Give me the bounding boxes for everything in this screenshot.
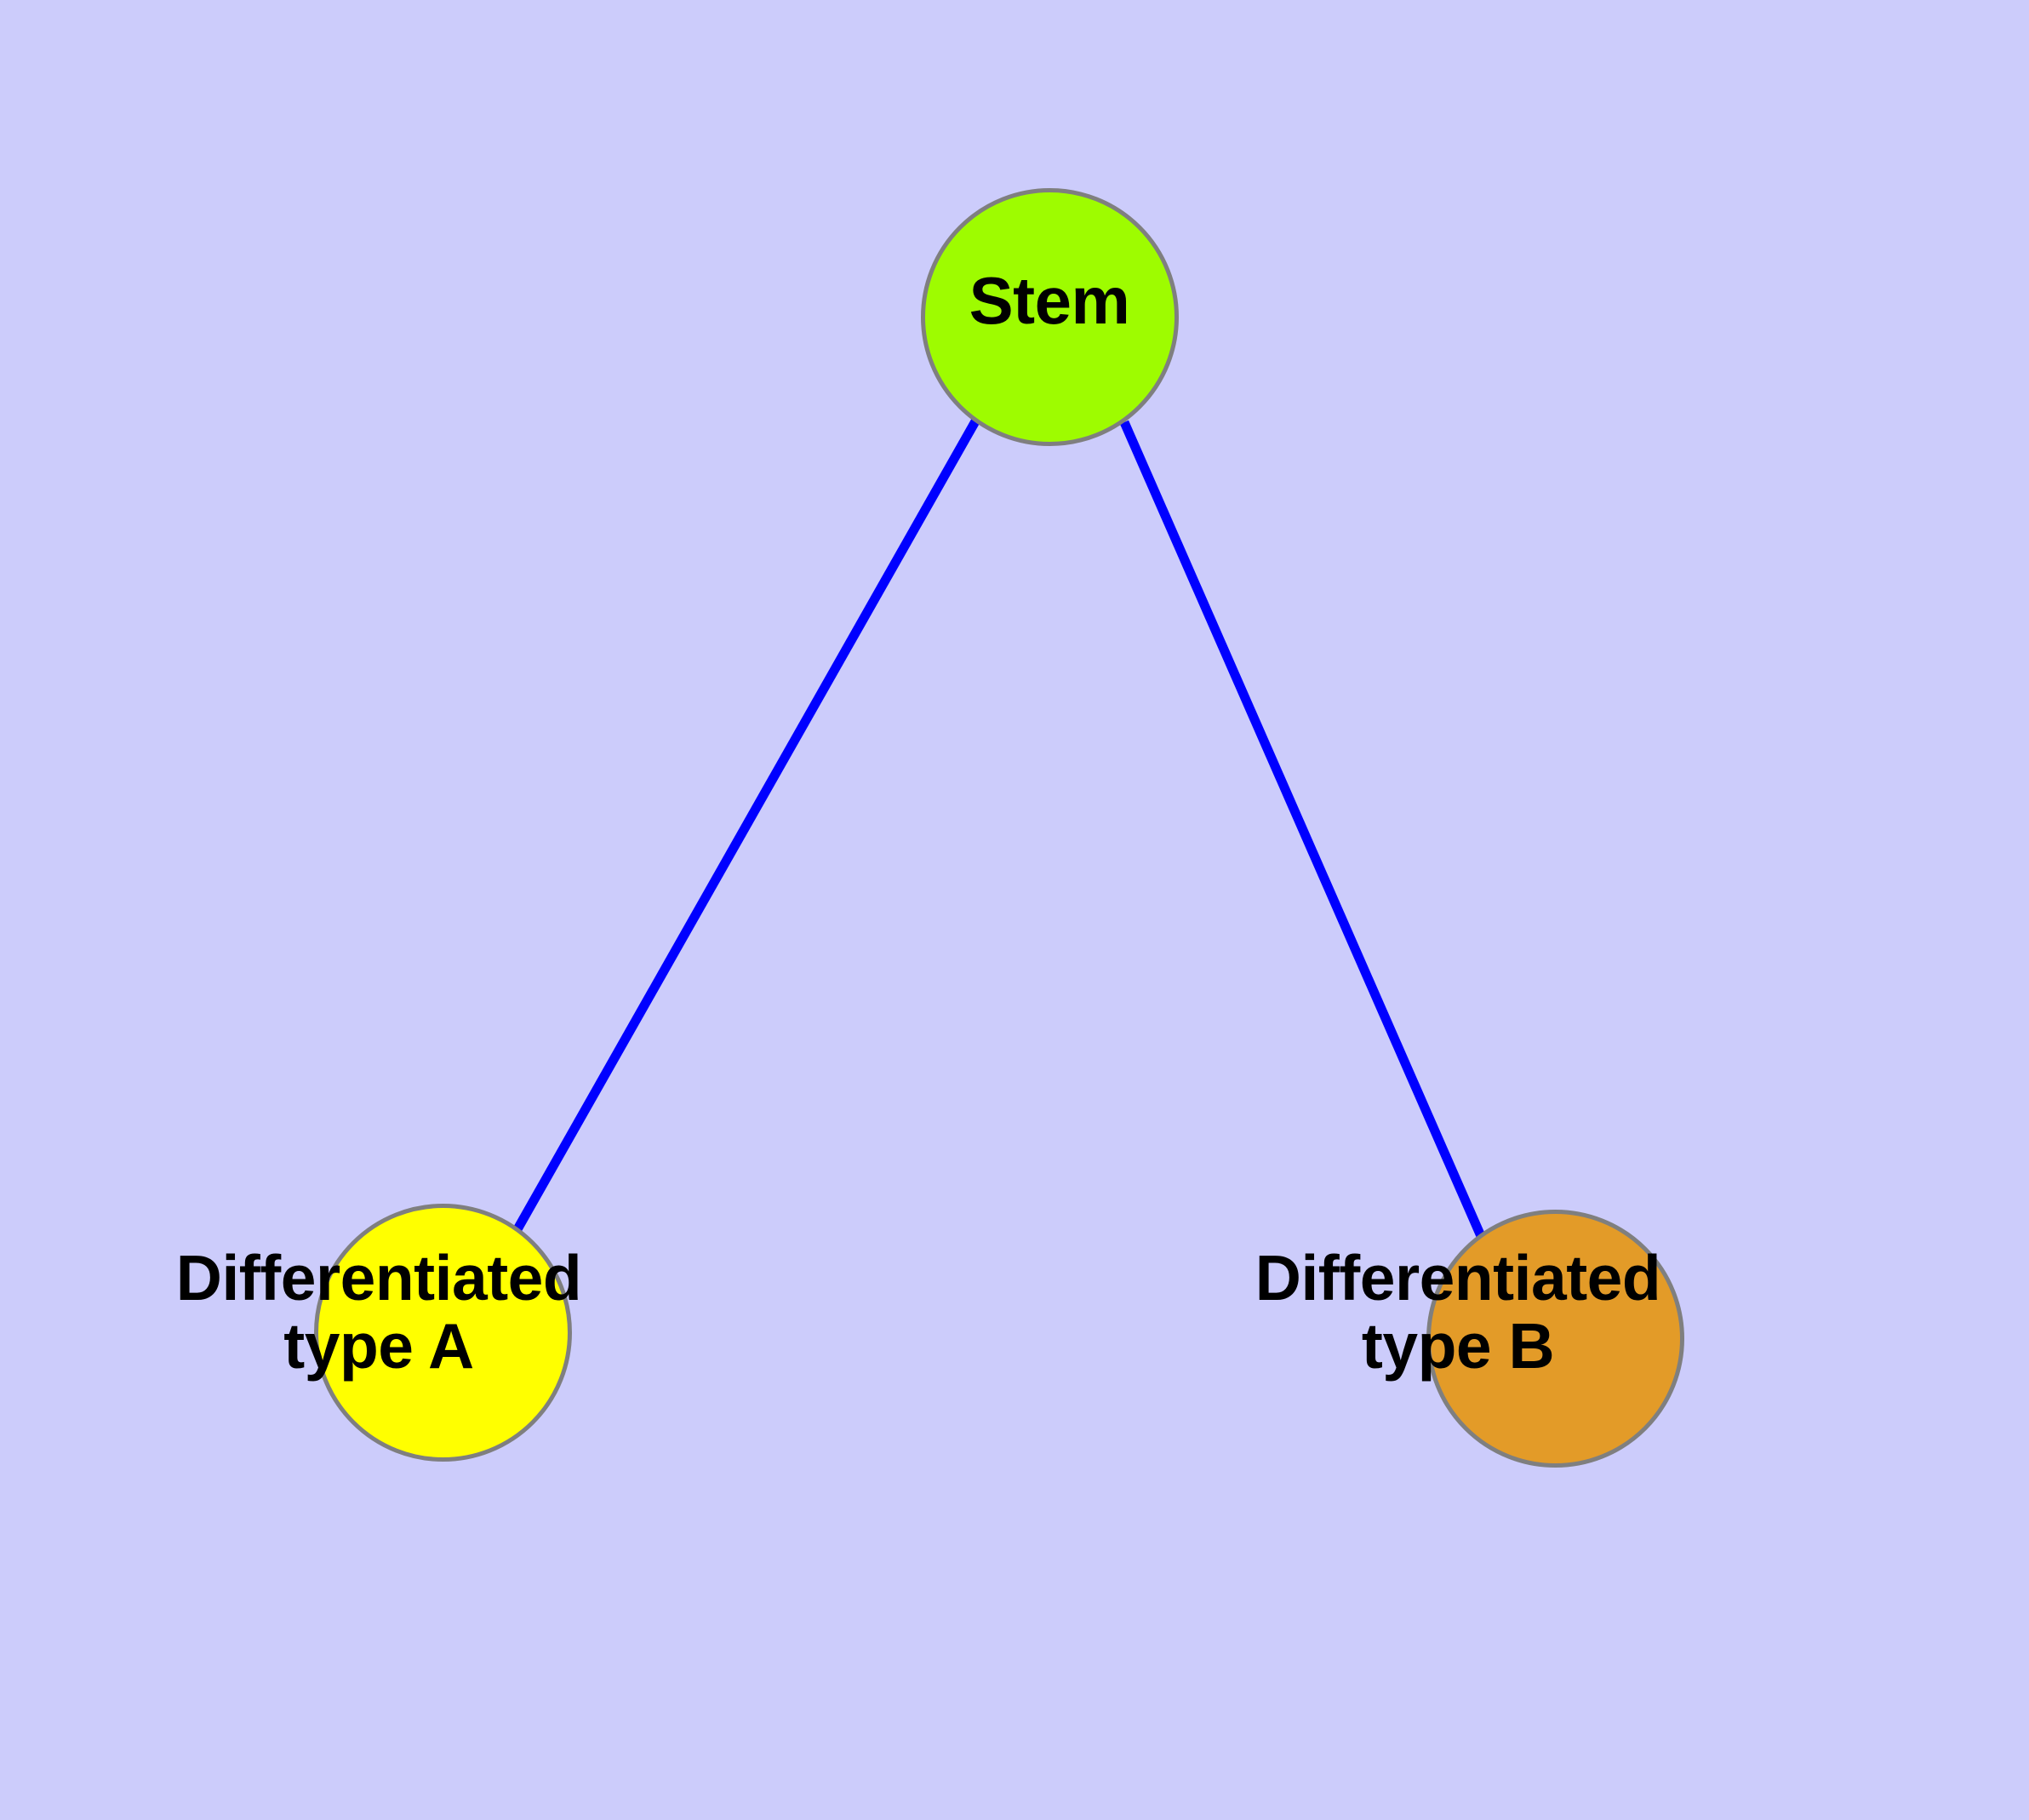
node-label-stem: Stem xyxy=(879,266,1220,336)
node-label-differentiated-type-b-line-2: type B xyxy=(1361,1309,1555,1382)
node-label-differentiated-type-a-line-2: type A xyxy=(283,1309,474,1382)
node-stem[interactable] xyxy=(921,188,1179,446)
node-differentiated-type-b[interactable] xyxy=(1426,1210,1684,1468)
node-label-differentiated-type-a-line-1: Differentiated xyxy=(175,1242,582,1313)
node-label-differentiated-type-b-line-1: Differentiated xyxy=(1255,1242,1661,1313)
edge-stem-to-diff-b[interactable] xyxy=(1119,420,1486,1239)
node-differentiated-type-a[interactable] xyxy=(314,1204,572,1462)
edge-stem-to-diff-a[interactable] xyxy=(513,419,980,1232)
node-label-differentiated-type-b: Differentiated type B xyxy=(1203,1242,1713,1382)
node-label-stem-line-1: Stem xyxy=(969,263,1130,338)
node-label-differentiated-type-a: Differentiated type A xyxy=(123,1242,634,1382)
